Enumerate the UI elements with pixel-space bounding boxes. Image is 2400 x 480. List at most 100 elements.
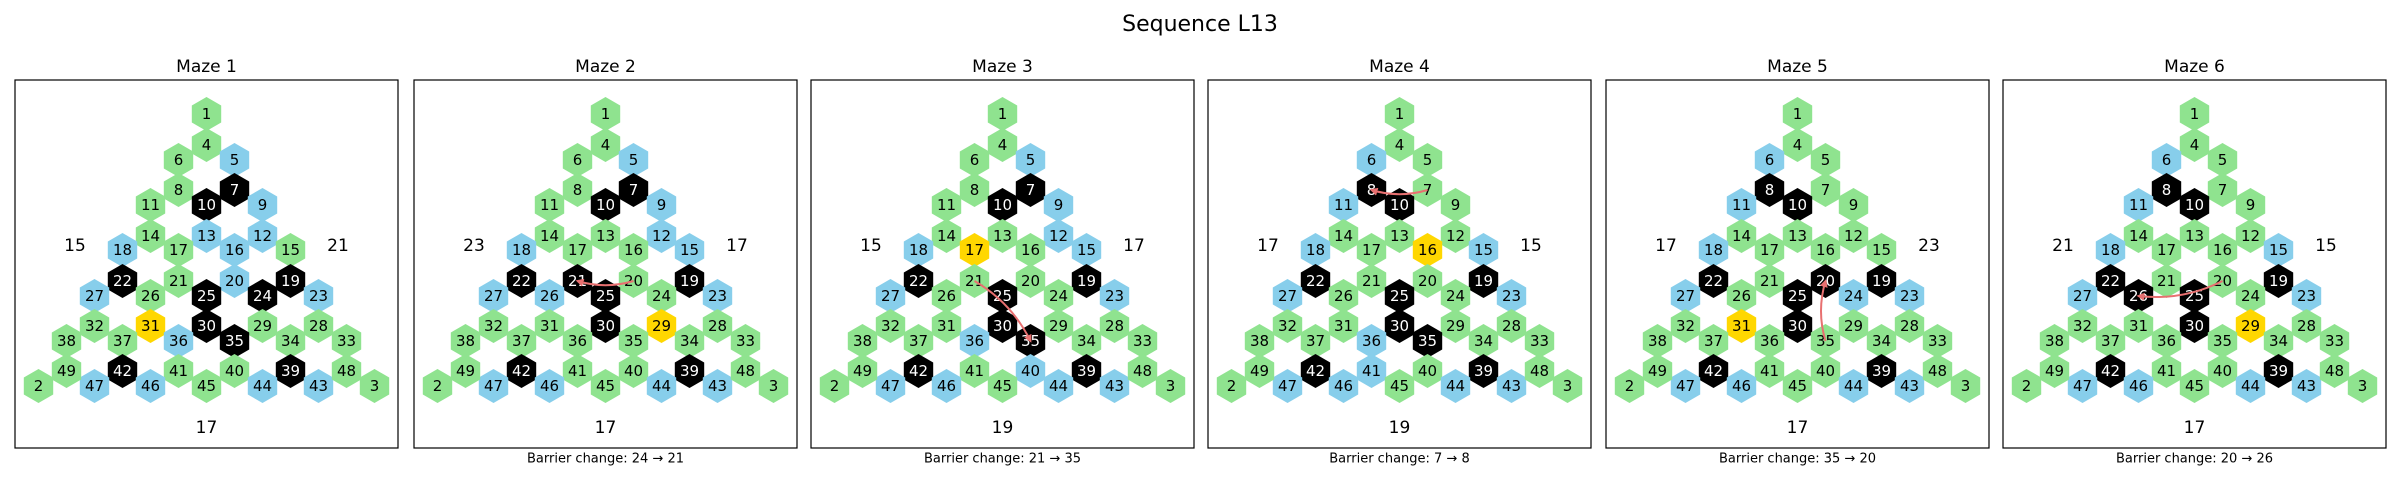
hex-label-12: 12 [2241,227,2260,245]
hex-cell-20: 20 [1412,264,1443,298]
hex-cell-40: 40 [219,354,250,388]
hex-label-16: 16 [2213,241,2232,259]
hex-cell-19: 19 [1071,264,1102,298]
hex-cell-6: 6 [2151,143,2182,177]
hex-cell-16: 16 [2207,233,2238,267]
hex-label-29: 29 [2241,317,2260,335]
hex-barrier-7 [1015,173,1046,207]
hex-cell-28: 28 [1496,309,1527,343]
hex-label-47: 47 [85,377,104,395]
hex-label-26: 26 [1732,287,1751,305]
hex-label-47: 47 [2073,377,2092,395]
hex-cell-30: 30 [590,309,621,343]
hex-blue-23 [2291,279,2322,313]
hex-goal-29 [646,309,677,343]
hex-label-16: 16 [1816,241,1835,259]
hex-cell-36: 36 [1754,324,1785,358]
hex-cell-19: 19 [674,264,705,298]
hex-cell-37: 37 [1300,324,1331,358]
hex-open-5 [2207,143,2238,177]
hex-cell-36: 36 [2151,324,2182,358]
hex-cell-39: 39 [2263,354,2294,388]
hex-cell-8: 8 [163,173,194,207]
hex-barrier-35 [1412,324,1443,358]
hex-open-34 [674,324,705,358]
hex-blue-23 [1099,279,1130,313]
hex-cell-14: 14 [1328,219,1359,253]
hex-label-37: 37 [2101,332,2120,350]
hex-cell-16: 16 [219,233,250,267]
hex-barrier-10 [1384,188,1415,222]
hex-cell-3: 3 [2347,369,2378,403]
hex-blue-15 [2263,233,2294,267]
hex-label-45: 45 [2185,377,2204,395]
hex-open-36 [1754,324,1785,358]
hex-open-45 [1384,369,1415,403]
bottom-value: 19 [1389,418,1411,438]
hex-cell-47: 47 [478,369,509,403]
hex-blue-6 [1754,143,1785,177]
hex-blue-5 [1015,143,1046,177]
hex-label-38: 38 [2045,332,2064,350]
hex-label-3: 3 [1961,377,1971,395]
hex-cell-10: 10 [1782,188,1813,222]
hex-cell-41: 41 [163,354,194,388]
hex-cell-39: 39 [275,354,306,388]
barrier-move-arrow [1819,279,1828,342]
hex-label-18: 18 [2101,241,2120,259]
hex-label-35: 35 [624,332,643,350]
hex-blue-27 [478,279,509,313]
maze-title: Maze 4 [1369,57,1430,77]
hex-blue-41 [1356,354,1387,388]
hex-label-33: 33 [1133,332,1152,350]
hex-open-33 [730,324,761,358]
hex-open-8 [959,173,990,207]
hex-cell-19: 19 [1468,264,1499,298]
hex-cell-34: 34 [674,324,705,358]
hex-label-27: 27 [1278,287,1297,305]
hex-label-1: 1 [601,105,611,123]
hex-cell-30: 30 [191,309,222,343]
hex-label-47: 47 [881,377,900,395]
hex-label-22: 22 [113,272,132,290]
hex-label-44: 44 [652,377,671,395]
hex-barrier-19 [1071,264,1102,298]
hex-open-33 [1127,324,1158,358]
hex-label-46: 46 [1732,377,1751,395]
hex-open-31 [534,309,565,343]
hex-cell-11: 11 [931,188,962,222]
hex-open-38 [1642,324,1673,358]
hex-cell-23: 23 [1496,279,1527,313]
hex-label-1: 1 [202,105,212,123]
hex-cell-20: 20 [1015,264,1046,298]
hex-cell-24: 24 [646,279,677,313]
hex-blue-43 [702,369,733,403]
hex-cell-7: 7 [618,173,649,207]
hex-label-23: 23 [1502,287,1521,305]
hex-open-29 [247,309,278,343]
hex-label-47: 47 [1278,377,1297,395]
hex-label-35: 35 [2213,332,2232,350]
hex-label-34: 34 [1872,332,1891,350]
hex-cell-11: 11 [1328,188,1359,222]
hex-label-7: 7 [230,181,240,199]
right-value: 15 [1520,236,1542,256]
hex-label-30: 30 [197,317,216,335]
hex-open-17 [1356,233,1387,267]
hex-cell-15: 15 [1468,233,1499,267]
hex-cell-32: 32 [875,309,906,343]
hex-blue-15 [1468,233,1499,267]
hex-cell-32: 32 [79,309,110,343]
hex-label-22: 22 [1704,272,1723,290]
hex-label-41: 41 [568,362,587,380]
hex-cell-4: 4 [987,128,1018,162]
hex-blue-44 [247,369,278,403]
hex-cell-30: 30 [2179,309,2210,343]
hex-open-14 [1726,219,1757,253]
hex-cell-21: 21 [2151,264,2182,298]
hex-barrier-22 [903,264,934,298]
hex-label-27: 27 [881,287,900,305]
hex-label-32: 32 [1278,317,1297,335]
